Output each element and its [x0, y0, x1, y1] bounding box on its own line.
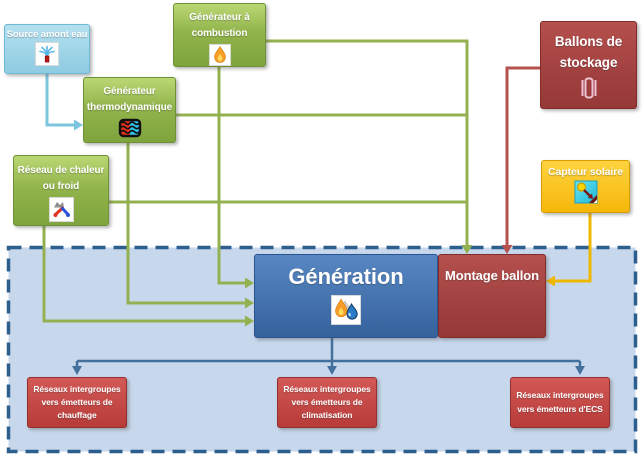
- node-reseaux-climatisation[interactable]: Réseaux intergroupes vers émetteurs de c…: [277, 377, 377, 428]
- node-label: Réseaux intergroupes vers émetteurs de c…: [33, 383, 121, 421]
- connector-ballons-to-montage: [505, 66, 540, 246]
- connector-combustion-right: [266, 39, 469, 246]
- node-montage-ballon[interactable]: Montage ballon: [438, 254, 546, 338]
- arrowhead-green-1: [245, 277, 254, 289]
- node-label: Réseaux intergroupes vers émetteurs d'EC…: [516, 390, 604, 414]
- node-label: Source amont eau: [6, 29, 88, 40]
- heat-cold-pipes-icon: [48, 197, 74, 222]
- connector-capteur-to-montage: [555, 213, 592, 283]
- node-capteur-solaire[interactable]: Capteur solaire: [541, 160, 630, 213]
- connector-combustion-to-generation: [217, 67, 245, 285]
- arrowhead-blue-3: [575, 366, 585, 375]
- compressor-coil-icon: [118, 118, 142, 138]
- flame-icon: [208, 44, 231, 66]
- node-label: Capteur solaire: [548, 166, 623, 178]
- node-label: Ballons de stockage: [554, 34, 623, 70]
- node-label: Génération: [288, 264, 404, 289]
- arrowhead-green-2: [245, 297, 254, 309]
- arrowhead-blue-2: [327, 366, 337, 375]
- arrowhead-yellow: [546, 275, 555, 287]
- node-source-amont-eau[interactable]: Source amont eau: [4, 24, 90, 74]
- arrowhead-blue-1: [72, 366, 82, 375]
- flame-and-drop-icon: [331, 295, 361, 325]
- node-label: Générateur thermodynamique: [86, 86, 173, 113]
- node-reseau-chaleur[interactable]: Réseau de chaleur ou froid: [13, 155, 109, 226]
- node-label: Montage ballon: [445, 268, 539, 283]
- arrowhead-red: [501, 245, 513, 254]
- node-generation[interactable]: Génération: [254, 254, 438, 338]
- arrowhead-green-3: [245, 315, 254, 327]
- node-label: Générateur à combustion: [189, 12, 250, 39]
- connector-source-to-thermo: [45, 74, 74, 127]
- water-spray-icon: [35, 42, 59, 66]
- node-label: Réseaux intergroupes vers émetteurs de c…: [283, 383, 371, 421]
- solar-collector-icon: [574, 180, 598, 204]
- storage-tank-icon: [579, 76, 599, 100]
- node-ballons-stockage[interactable]: Ballons de stockage: [540, 21, 637, 109]
- node-generateur-combustion[interactable]: Générateur à combustion: [173, 3, 266, 67]
- node-label: Réseau de chaleur ou froid: [17, 165, 105, 192]
- node-generateur-thermodynamique[interactable]: Générateur thermodynamique: [83, 77, 176, 143]
- node-reseaux-ecs[interactable]: Réseaux intergroupes vers émetteurs d'EC…: [510, 377, 610, 428]
- connector-thermo-to-generation: [126, 143, 245, 305]
- arrowhead-green-to-montage: [461, 245, 473, 254]
- connector-reseau-to-generation: [42, 226, 245, 323]
- node-reseaux-chauffage[interactable]: Réseaux intergroupes vers émetteurs de c…: [27, 377, 127, 428]
- arrowhead-cyan: [74, 119, 83, 131]
